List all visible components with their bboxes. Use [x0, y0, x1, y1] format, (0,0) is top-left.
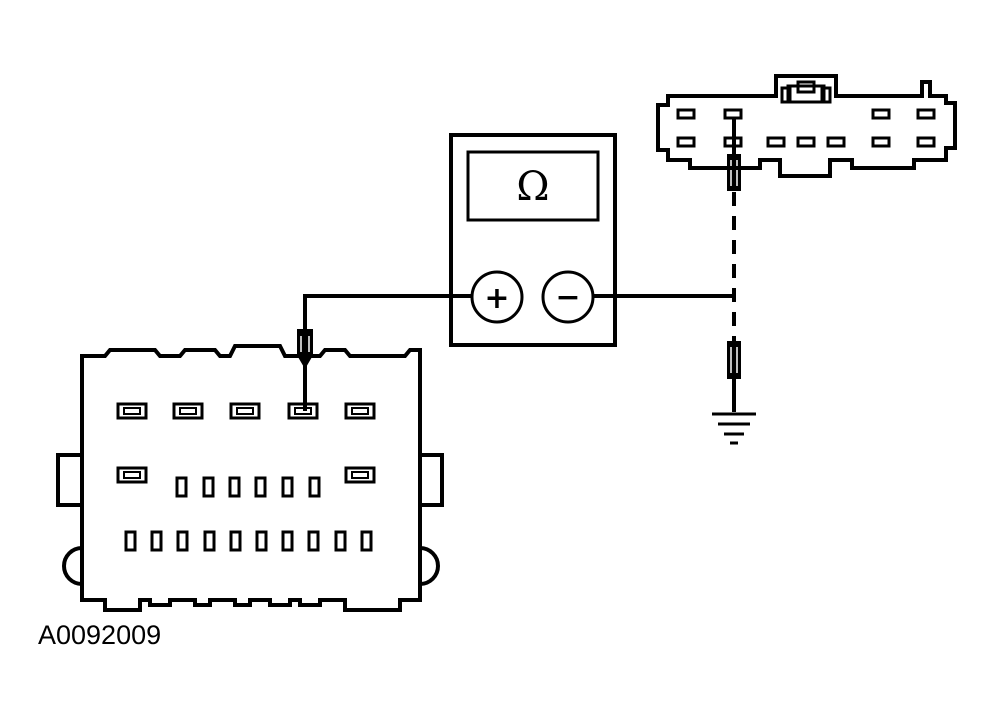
jumper-probe-bottom	[727, 341, 741, 379]
ohm-symbol: Ω	[516, 164, 549, 210]
plus-sign: +	[484, 281, 509, 316]
jumper-probe-top	[727, 154, 741, 191]
right-connector	[656, 74, 957, 178]
positive-lead	[303, 294, 472, 411]
multimeter-display	[466, 150, 600, 222]
minus-sign: −	[555, 280, 580, 315]
left-connector	[56, 344, 444, 612]
left-connector-bottom-pins	[124, 530, 373, 552]
positive-probe	[297, 329, 313, 369]
ground-symbol	[712, 412, 756, 445]
right-connector-top-pins	[676, 108, 936, 120]
left-connector-top-pins	[116, 402, 376, 420]
right-connector-bottom-pins	[676, 136, 936, 148]
left-connector-middle-pins	[116, 466, 376, 498]
figure-reference-id: A0092009	[38, 620, 162, 650]
